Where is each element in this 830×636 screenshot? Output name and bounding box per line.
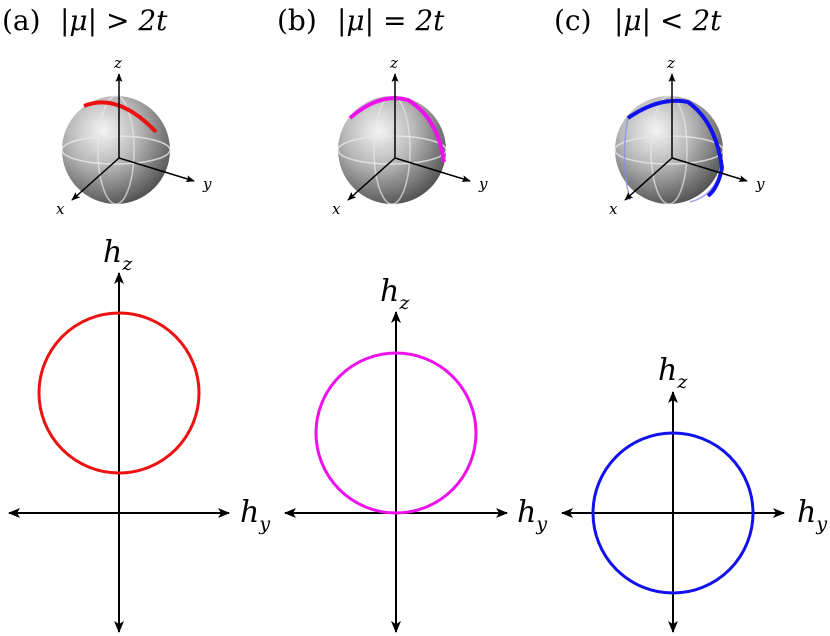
panel-a-condition: |μ| > 2t [60,4,168,37]
plane-b: hz hy [284,274,547,633]
sphere-a-y-label: y [202,175,212,193]
plane-c: hz hy [561,353,827,633]
sphere-c-meridian [650,95,688,205]
bloch-sphere-b: z y x [332,54,488,218]
sphere-b-equator [337,135,447,165]
plane-b-circle [314,351,478,515]
sphere-b [338,96,446,204]
sphere-c-equator [614,135,724,165]
plane-a: hz hy [8,235,270,633]
panel-c: (c) |μ| < 2t z y x hz hy [554,4,827,633]
sphere-a-x-label: x [56,200,65,218]
sphere-b-trajectory [348,96,446,163]
sphere-b-z-label: z [389,54,398,72]
sphere-b-x-axis [347,157,396,201]
panel-b: (b) |μ| = 2t z y x hz hy [277,4,547,633]
plane-b-hz-label: hz [380,274,410,314]
sphere-a [62,96,170,204]
panel-a-tag: (a) [2,4,41,37]
sphere-a-y-axis [118,157,195,183]
plane-a-hy-label: hy [240,495,270,535]
sphere-a-equator [61,135,171,165]
panel-b-tag: (b) [277,4,317,37]
plane-a-circle [37,311,201,475]
sphere-a-meridian [97,95,135,205]
sphere-a-z-label: z [113,54,122,72]
sphere-c [615,96,723,204]
bloch-sphere-c: z y x [609,54,765,218]
sphere-c-z-label: z [666,54,675,72]
sphere-b-x-label: x [332,200,341,218]
panel-b-condition: |μ| = 2t [337,4,445,37]
bloch-sphere-a: z y x [56,54,212,218]
panel-c-condition: |μ| < 2t [614,4,722,37]
sphere-a-x-axis [71,157,120,201]
sphere-c-y-label: y [755,175,765,193]
sphere-c-y-axis [671,157,748,183]
panel-c-tag: (c) [554,4,592,37]
sphere-b-meridian [373,95,411,205]
sphere-b-y-label: y [478,175,488,193]
sphere-c-x-label: x [609,200,618,218]
plane-a-hz-label: hz [103,235,133,275]
plane-b-hy-label: hy [517,495,547,535]
sphere-c-trajectory [626,98,725,198]
sphere-c-x-axis [624,157,673,201]
plane-c-hy-label: hy [797,495,827,535]
plane-c-circle [591,431,755,595]
plane-c-hz-label: hz [658,353,688,393]
panel-a: (a) |μ| > 2t z y x hz hy [2,4,270,633]
sphere-b-y-axis [394,157,471,183]
